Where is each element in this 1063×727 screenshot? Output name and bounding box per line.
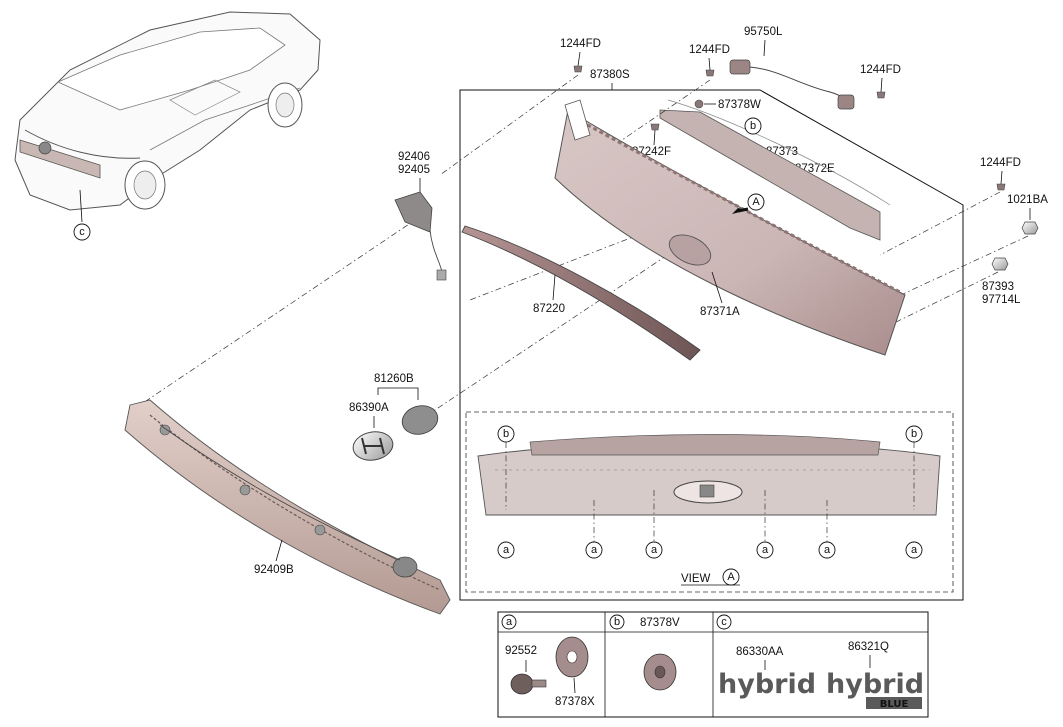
hyundai-emblem-icon: [352, 431, 394, 461]
view-a-inset-frame: [465, 411, 954, 593]
label-81260b: 81260B: [374, 373, 414, 385]
label-86390a: 86390A: [349, 402, 389, 414]
view-a-garnish-back: [477, 434, 941, 516]
svg-text:A: A: [752, 196, 760, 208]
wiring-harness-95750l: [729, 59, 855, 110]
label-92409b: 92409B: [254, 564, 294, 576]
callout-a-inset-1: a: [497, 541, 515, 559]
label-95750l: 95750L: [744, 26, 783, 38]
svg-text:a: a: [911, 544, 918, 556]
bolt-icon: [876, 91, 886, 99]
bolt-icon: [573, 65, 583, 73]
washer-87378x-icon: [555, 636, 589, 678]
svg-text:a: a: [824, 544, 831, 556]
legend-table: [497, 611, 929, 718]
hybrid-badge-86330aa: hybrid: [718, 669, 816, 700]
legend-cell-c-letter: c: [716, 614, 732, 630]
label-1244fd-mid: 1244FD: [689, 44, 730, 56]
garnish-87371a: [554, 99, 906, 356]
view-caption: VIEW: [681, 573, 711, 585]
nut-icon: [1021, 221, 1039, 235]
svg-text:b: b: [614, 616, 620, 628]
callout-A-view: A: [722, 568, 740, 586]
svg-text:a: a: [506, 616, 513, 628]
svg-text:c: c: [79, 226, 85, 238]
label-92406: 92406: [398, 151, 430, 163]
blue-badge-plate: [866, 697, 922, 709]
label-87371a: 87371A: [700, 306, 740, 318]
nut-icon: [650, 123, 660, 131]
callout-a-inset-5: a: [818, 541, 836, 559]
clip-icon: [694, 99, 704, 109]
svg-text:b: b: [911, 428, 917, 440]
label-87220: 87220: [533, 303, 565, 315]
label-1244fd-right-top: 1244FD: [860, 64, 901, 76]
legend-87378x: 87378X: [555, 696, 595, 708]
bolt-icon: [996, 183, 1006, 191]
legend-cell-a-letter: a: [501, 614, 517, 630]
hybrid-badge-86321q: hybrid: [826, 669, 924, 700]
callout-b-inset-left: b: [497, 425, 515, 443]
svg-text:b: b: [503, 428, 509, 440]
label-87378w: 87378W: [718, 99, 761, 111]
svg-text:a: a: [651, 544, 658, 556]
svg-text:a: a: [591, 544, 598, 556]
legend-87378v: 87378V: [640, 617, 680, 629]
callout-a-inset-3: a: [645, 541, 663, 559]
lamp-92406-92405: [394, 191, 447, 281]
svg-text:c: c: [721, 616, 727, 628]
label-1021ba: 1021BA: [1007, 194, 1048, 206]
bolt-92552-icon: [510, 673, 547, 695]
label-87393: 87393: [982, 281, 1014, 293]
bolt-icon: [705, 69, 715, 77]
legend-cell-b-letter: b: [609, 614, 625, 630]
label-87380s: 87380S: [590, 69, 630, 81]
callout-b-inset-right: b: [905, 425, 923, 443]
callout-b-top: b: [744, 117, 762, 135]
grommet-icon: [991, 257, 1009, 271]
legend-92552: 92552: [505, 645, 537, 657]
label-92405: 92405: [398, 164, 430, 176]
svg-text:b: b: [750, 120, 756, 132]
callout-a-inset-4: a: [756, 541, 774, 559]
legend-86321q: 86321Q: [848, 641, 889, 653]
callout-a-inset-6: a: [905, 541, 923, 559]
svg-text:a: a: [503, 544, 510, 556]
assembly-frame: [459, 89, 964, 601]
lamp-92409b: [124, 399, 451, 615]
svg-text:a: a: [762, 544, 769, 556]
callout-A-arrow: A: [747, 193, 765, 211]
bracket-rail-87373: [659, 99, 891, 241]
grommet-87378v-icon: [643, 653, 677, 691]
car-rear-view-illustration: [14, 11, 321, 223]
label-1244fd-right: 1244FD: [980, 157, 1021, 169]
emblem-base-81260b: [401, 405, 439, 435]
label-97714l: 97714L: [982, 294, 1021, 306]
callout-c-car: c: [73, 223, 91, 241]
blue-badge-text: BLUE: [880, 699, 909, 710]
svg-text:A: A: [727, 571, 735, 583]
label-1244fd-left: 1244FD: [560, 38, 601, 50]
callout-a-inset-2: a: [585, 541, 603, 559]
legend-86330aa: 86330AA: [736, 646, 784, 658]
molding-87220: [461, 225, 701, 361]
